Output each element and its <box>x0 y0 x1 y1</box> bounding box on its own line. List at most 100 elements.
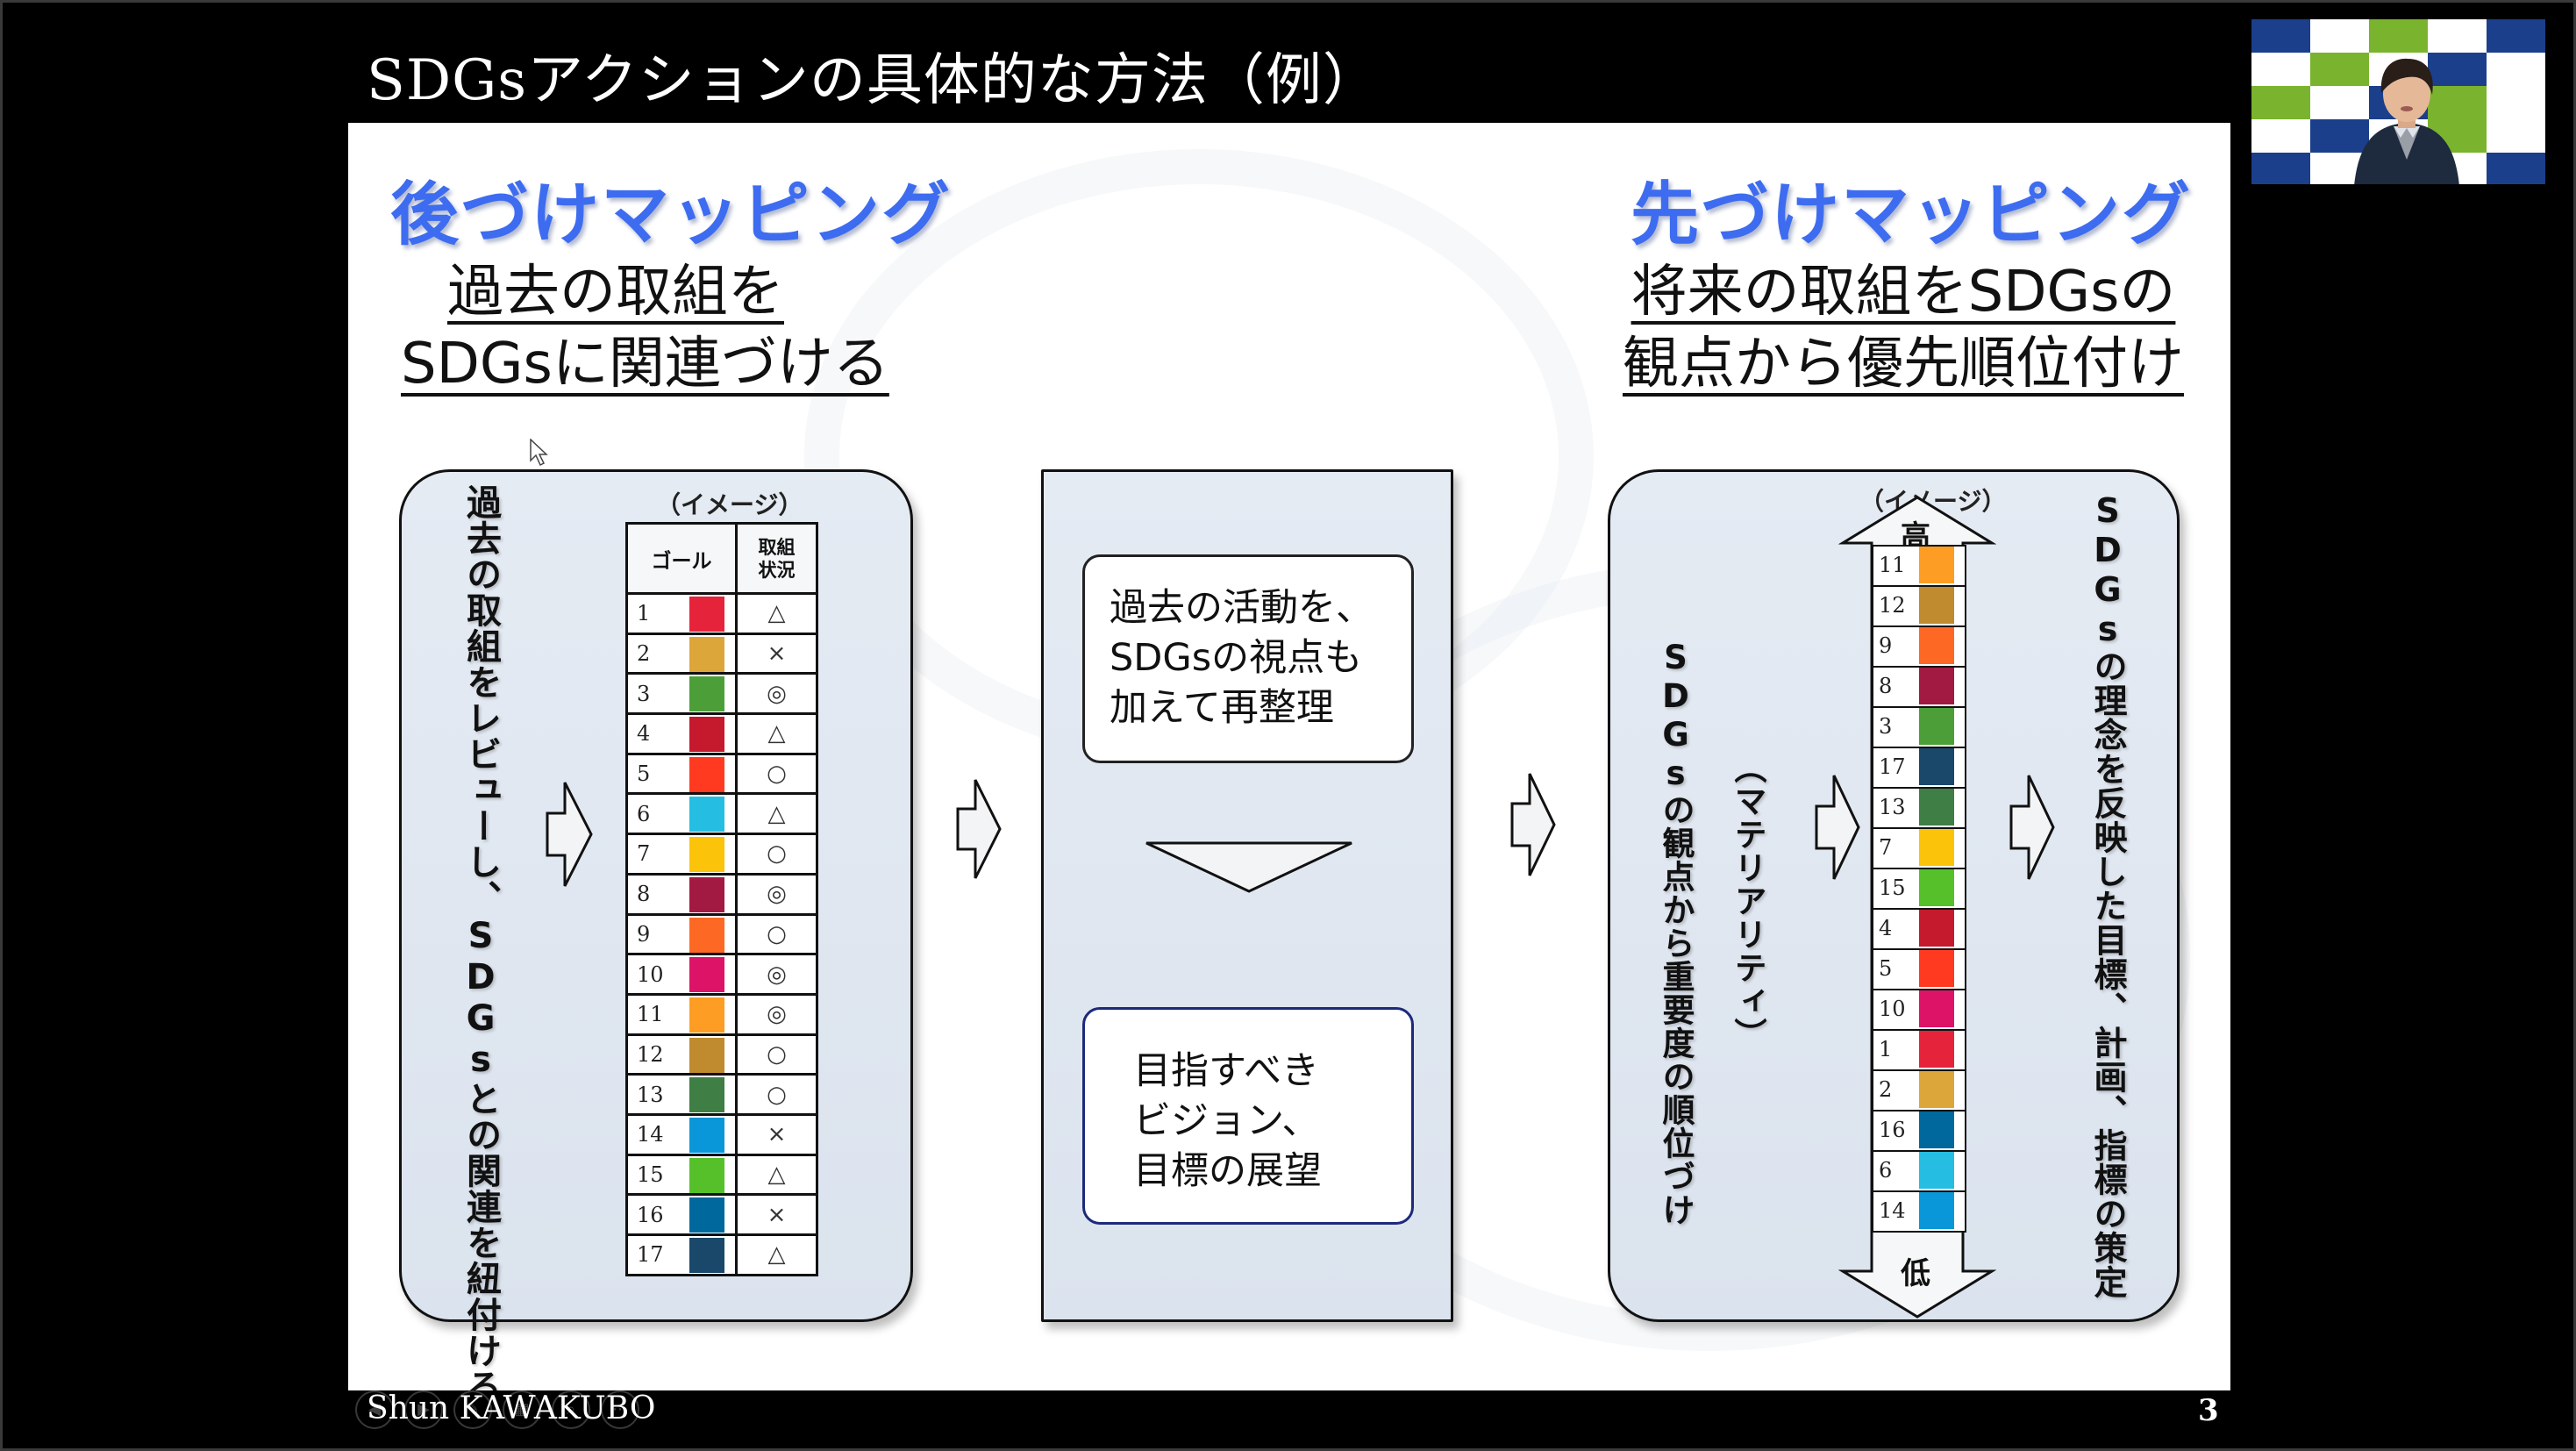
priority-low-label: 低 <box>1901 1256 1930 1291</box>
goal-cell: 6 <box>625 792 738 836</box>
goal-cell: 13 <box>625 1073 738 1116</box>
backdrop-tile <box>2310 19 2369 53</box>
right-subheading: 将来の取組をSDGsの 観点から優先順位付け <box>1588 256 2219 400</box>
vision-line-3: 目標の展望 <box>1133 1149 1322 1193</box>
sdg-goal-17-icon <box>1919 748 1954 785</box>
sdg-goal-9-icon <box>1919 627 1954 664</box>
goal-cell: 10 <box>625 953 738 996</box>
goal-status: ◎ <box>735 953 818 996</box>
right-arrow-icon <box>2009 775 2055 880</box>
goal-column-header: ゴール <box>625 522 738 595</box>
vision-line-1: 目指すべき <box>1133 1049 1319 1093</box>
goal-row: 11 ◎ <box>625 992 818 1036</box>
ranking-row: 9 <box>1872 625 1966 668</box>
goal-number: 10 <box>637 961 664 987</box>
right-arrow-icon <box>956 779 1002 879</box>
previous-slide-button[interactable]: ◀ <box>355 1390 394 1429</box>
ranking-goal-number: 16 <box>1879 1118 1906 1142</box>
ranking-goal-number: 17 <box>1879 754 1906 779</box>
left-subheading: 過去の取組を SDGsに関連づける <box>401 256 889 400</box>
more-options-button[interactable]: ⋯ <box>601 1390 639 1429</box>
backdrop-tile <box>2428 19 2487 53</box>
goal-status: △ <box>735 712 818 755</box>
materiality-label: （マテリアリティ） <box>1729 751 1766 1051</box>
goal-row: 15△ <box>625 1153 818 1197</box>
goal-cell: 2 <box>625 632 738 675</box>
backdrop-tile <box>2251 153 2310 184</box>
backdrop-tile <box>2487 19 2545 53</box>
goal-row: 6△ <box>625 792 818 836</box>
ranking-row: 6 <box>1872 1150 1966 1192</box>
see-all-slides-button[interactable]: ▦ <box>503 1390 541 1429</box>
sdg-goal-4-icon <box>689 717 724 753</box>
reorganize-box: 過去の活動を、 SDGsの視点も 加えて再整理 <box>1082 554 1414 763</box>
sdg-goal-11-icon <box>1919 547 1954 583</box>
backdrop-tile <box>2487 53 2545 86</box>
goal-row: 14× <box>625 1112 818 1156</box>
goal-cell: 1 <box>625 592 738 635</box>
goal-status: △ <box>735 592 818 635</box>
goal-number: 2 <box>637 641 651 667</box>
presenter-figure <box>2354 58 2459 184</box>
ranking-row: 13 <box>1872 787 1966 829</box>
presenter-webcam-video[interactable] <box>2251 19 2545 184</box>
goal-number: 1 <box>637 601 651 626</box>
right-arrow-icon <box>1815 775 1860 880</box>
ranking-row: 12 <box>1872 585 1966 627</box>
sdg-goal-7-icon <box>1919 829 1954 866</box>
ranking-row: 1 <box>1872 1029 1966 1071</box>
ranking-goal-number: 15 <box>1879 876 1906 900</box>
sdg-goal-3-icon <box>689 676 724 712</box>
sdg-goal-1-icon <box>1919 1031 1954 1068</box>
sdg-goal-6-icon <box>1919 1152 1954 1189</box>
forward-mapping-panel: SDGsの観点から重要度の順位づけ （マテリアリティ） （イメージ） 高 低 1… <box>1608 469 2180 1322</box>
sdg-goal-1-icon <box>689 597 724 632</box>
next-slide-button[interactable]: ▶ <box>404 1390 443 1429</box>
goal-row: 10 ◎ <box>625 953 818 996</box>
backdrop-tile <box>2251 86 2310 119</box>
sdg-goal-7-icon <box>689 837 724 873</box>
zoom-button[interactable]: ⌕ <box>552 1390 590 1429</box>
goal-row: 4△ <box>625 712 818 755</box>
sdg-goal-4-icon <box>1919 910 1954 947</box>
goal-number: 12 <box>637 1041 664 1067</box>
goal-row: 7○ <box>625 833 818 876</box>
ranking-row: 16 <box>1872 1110 1966 1152</box>
ranking-row: 11 <box>1872 545 1966 587</box>
goal-row: 2× <box>625 632 818 675</box>
ranking-goal-number: 1 <box>1879 1037 1893 1061</box>
ranking-row: 3 <box>1872 706 1966 748</box>
vision-line-2: ビジョン、 <box>1133 1099 1320 1143</box>
goal-number: 9 <box>637 921 651 947</box>
goal-number: 11 <box>637 1002 664 1027</box>
sdg-goal-12-icon <box>689 1037 724 1073</box>
goal-status: ◎ <box>735 992 818 1036</box>
goal-status: ○ <box>735 752 818 796</box>
goal-cell: 15 <box>625 1153 738 1197</box>
ranking-goal-number: 13 <box>1879 795 1906 819</box>
ranking-goal-number: 9 <box>1879 633 1893 658</box>
ranking-goal-number: 10 <box>1879 997 1906 1021</box>
right-heading: 先づけマッピング <box>1631 175 2193 254</box>
goal-cell: 14 <box>625 1112 738 1156</box>
backdrop-tile <box>2251 19 2310 53</box>
sdg-goal-15-icon <box>689 1157 724 1193</box>
right-arrow-icon <box>1510 773 1556 876</box>
goal-status: × <box>735 632 818 675</box>
slide-page-number: 3 <box>2198 1393 2219 1428</box>
goal-row: 9○ <box>625 912 818 956</box>
goal-cell: 8 <box>625 872 738 916</box>
goal-cell: 17 <box>625 1233 738 1276</box>
backdrop-tile <box>2310 119 2369 153</box>
goal-number: 6 <box>637 801 651 826</box>
goal-row: 16× <box>625 1193 818 1236</box>
pen-tool-button[interactable]: ✎ <box>453 1390 492 1429</box>
backdrop-tile <box>2369 19 2428 53</box>
sdg-goal-14-icon <box>1919 1192 1954 1229</box>
goal-status: ○ <box>735 1073 818 1116</box>
ranking-row: 7 <box>1872 827 1966 869</box>
ranking-goal-number: 3 <box>1879 714 1893 739</box>
left-subheading-line-1: 過去の取組を <box>447 260 784 325</box>
sdg-goal-6-icon <box>689 797 724 833</box>
